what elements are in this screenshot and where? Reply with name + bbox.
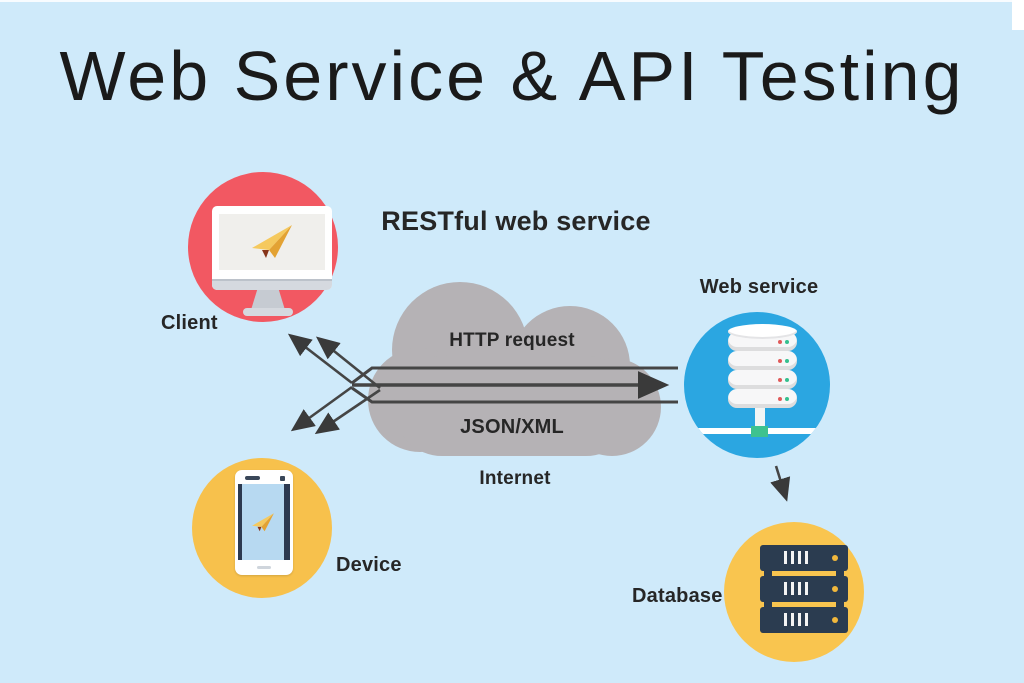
monitor-screen (219, 214, 325, 270)
status-dot-yellow (832, 617, 838, 623)
paper-plane-icon (252, 512, 274, 531)
web-service-node (684, 312, 830, 458)
device-label: Device (336, 554, 402, 576)
arrow-to-client-1 (287, 333, 353, 385)
status-dot-green (785, 397, 789, 401)
monitor-stand (251, 290, 285, 310)
rack-unit (760, 576, 848, 602)
rack-unit (760, 545, 848, 571)
web-service-label: Web service (699, 276, 819, 298)
phone-speaker (245, 476, 260, 480)
phone-home-button (257, 566, 271, 569)
status-dot-green (785, 359, 789, 363)
top-line (351, 366, 678, 385)
phone-camera (280, 476, 285, 481)
phone-bezel-left (238, 484, 242, 560)
json-xml-label: JSON/XML (460, 416, 564, 438)
server-disc-lid (728, 324, 797, 339)
database-node (724, 522, 864, 662)
http-request-label: HTTP request (449, 330, 575, 351)
arrow-to-device-2 (314, 388, 381, 435)
phone-bezel-right (284, 484, 290, 560)
server-stand (755, 406, 765, 430)
rack-unit (760, 607, 848, 633)
rack-notch (836, 571, 844, 576)
monitor-bezel (212, 279, 332, 290)
server-disc (728, 370, 797, 389)
rack-notch (764, 571, 772, 576)
database-label: Database (632, 585, 723, 607)
monitor-cursor-icon (212, 206, 332, 290)
paper-plane-icon (252, 225, 292, 258)
status-dot-red (778, 340, 782, 344)
server-disc (728, 389, 797, 408)
client-node (188, 172, 338, 322)
status-dot-green (785, 340, 789, 344)
device-node (192, 458, 332, 598)
server-connector (751, 426, 768, 437)
rack-notch (836, 602, 844, 607)
status-dot-red (778, 397, 782, 401)
status-dot-green (785, 378, 789, 382)
monitor-base (243, 308, 293, 316)
arrow-webservice-to-database (770, 465, 791, 502)
subtitle: RESTful web service (381, 206, 651, 236)
top-edge-artifact (0, 0, 1024, 2)
status-dot-yellow (832, 555, 838, 561)
internet-label: Internet (479, 468, 551, 489)
rack-notch (764, 602, 772, 607)
corner-artifact (1012, 0, 1024, 30)
page-title: Web Service & API Testing (59, 37, 965, 115)
bottom-line (351, 386, 678, 404)
status-dot-red (778, 378, 782, 382)
status-dot-red (778, 359, 782, 363)
vent-bars (784, 582, 808, 595)
client-label: Client (161, 312, 218, 334)
arrow-to-client-2 (315, 336, 381, 390)
vent-bars (784, 613, 808, 626)
server-disc (728, 351, 797, 370)
status-dot-yellow (832, 586, 838, 592)
smartphone-cursor-icon (235, 470, 293, 575)
phone-screen (242, 484, 284, 560)
arrow-to-device-1 (290, 385, 353, 432)
vent-bars (784, 551, 808, 564)
